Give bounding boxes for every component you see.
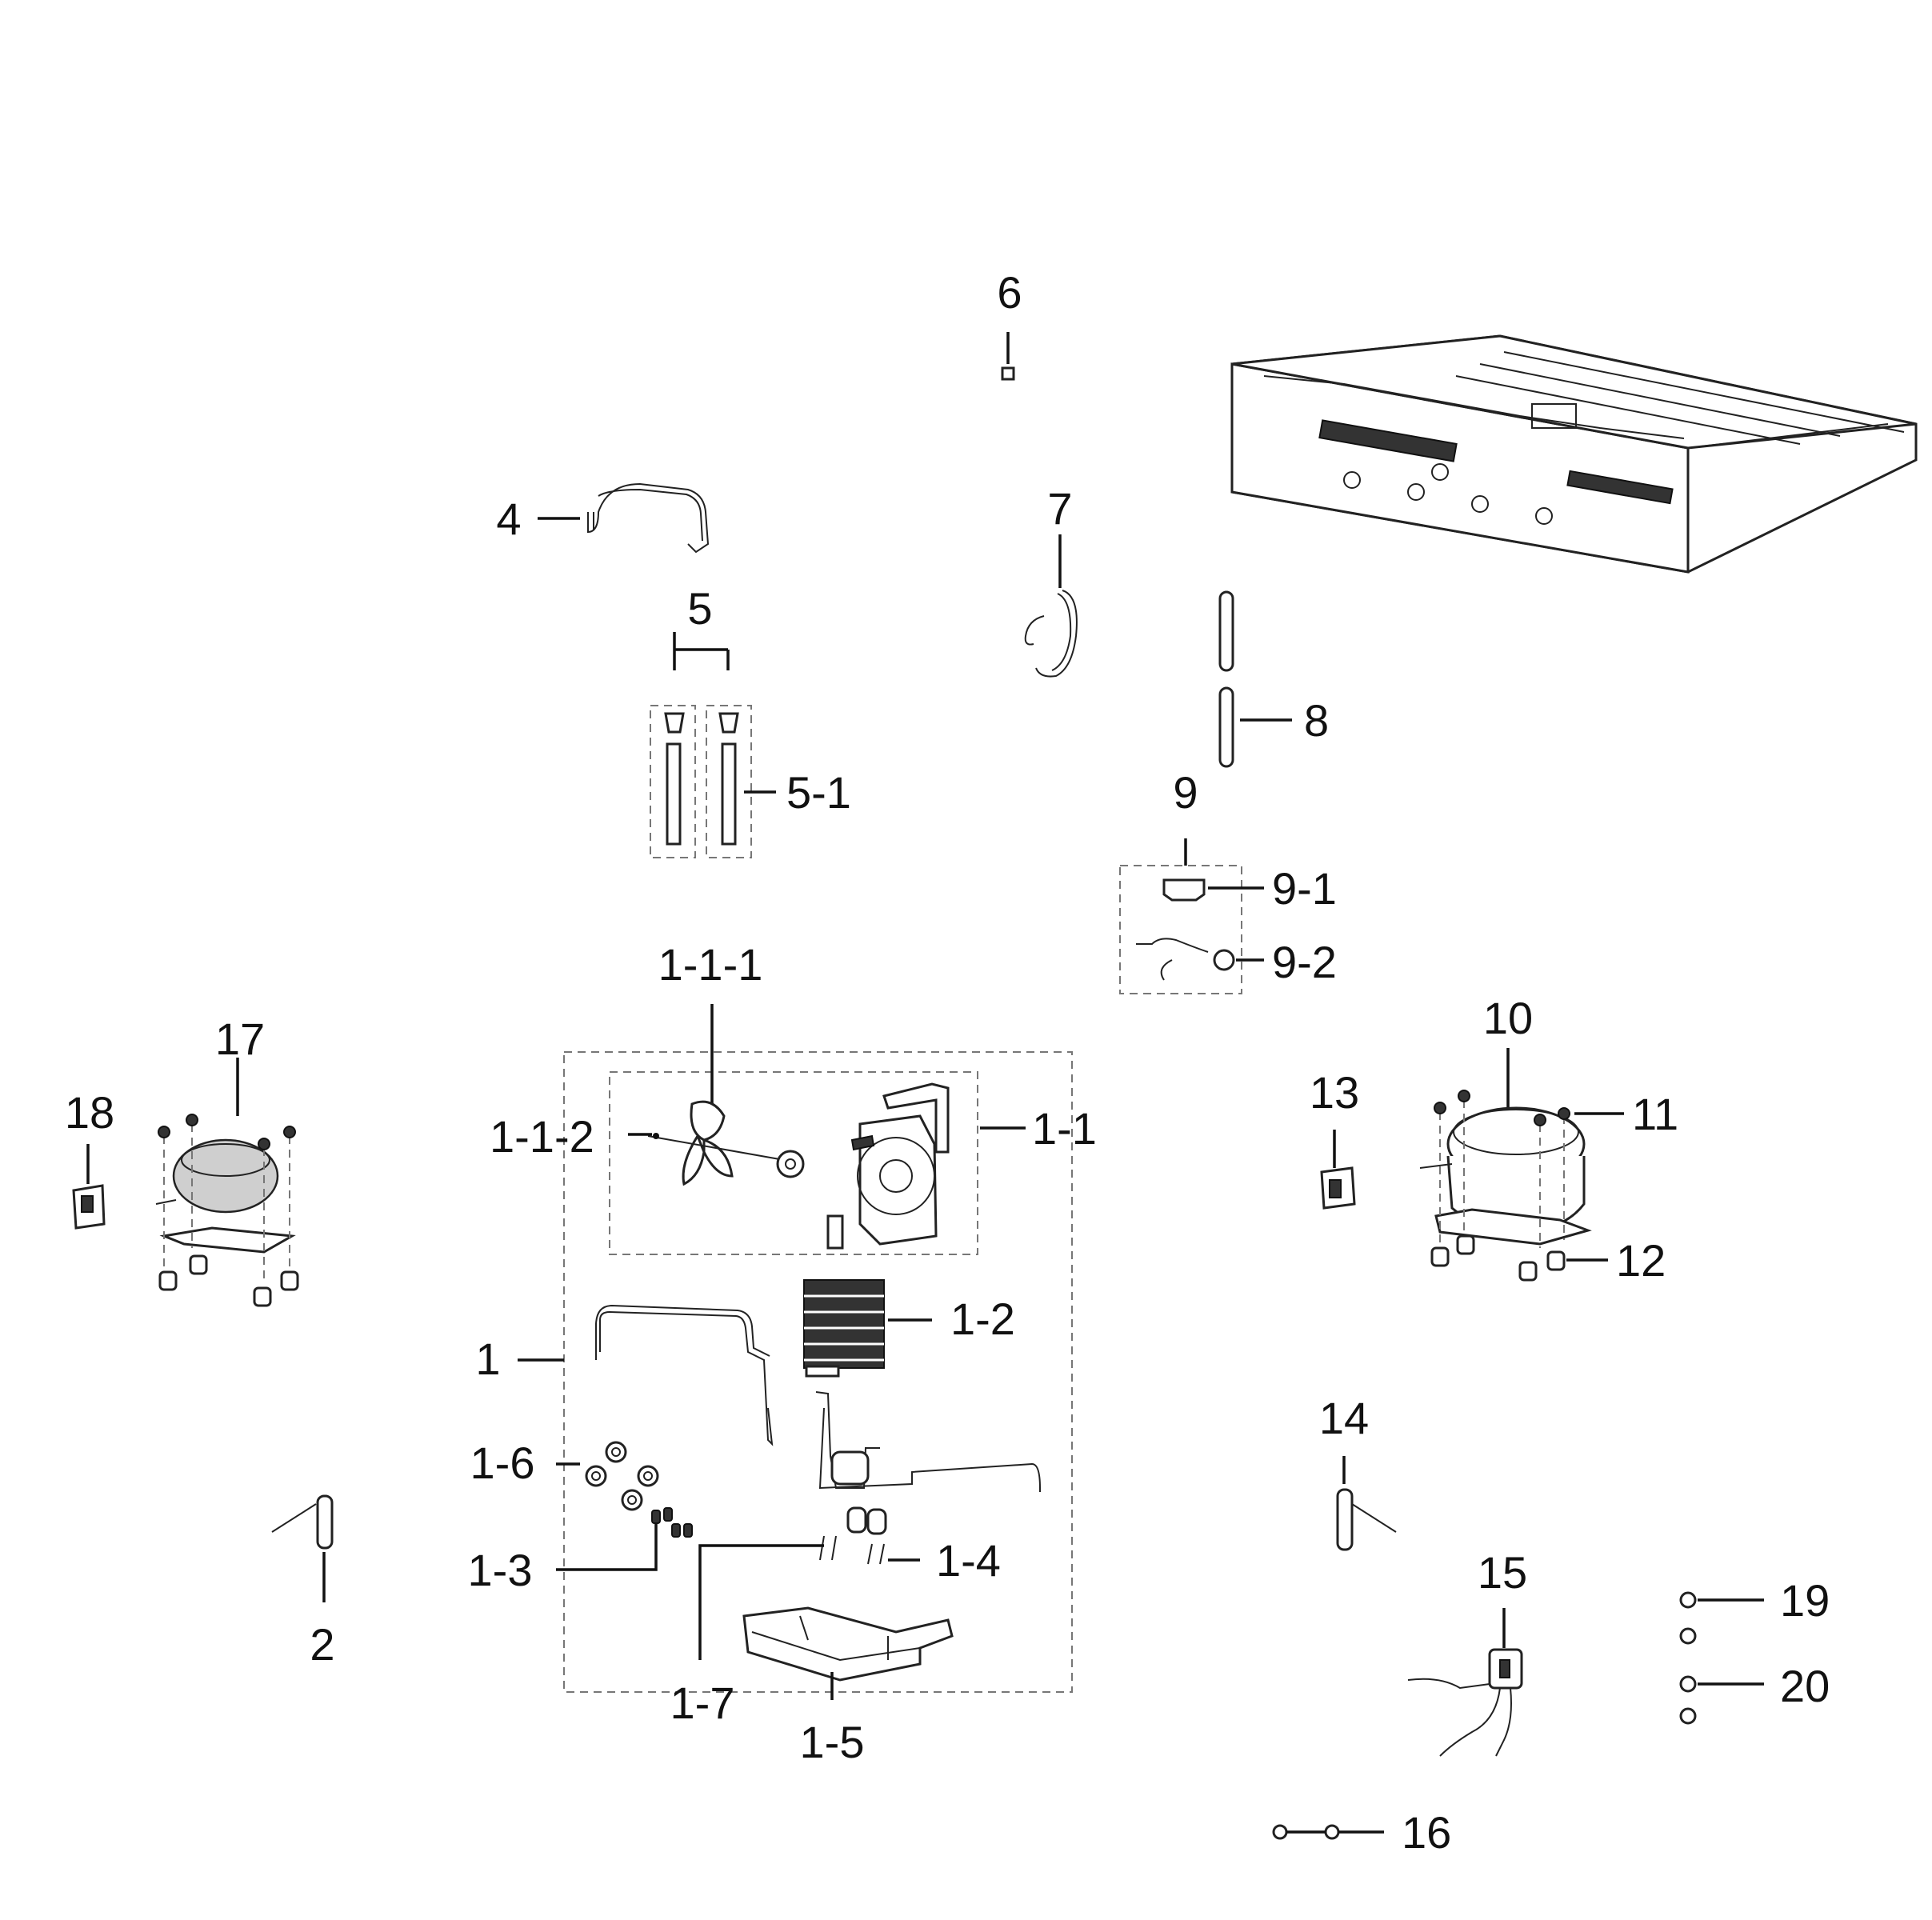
label-9-2: 9-2 bbox=[1272, 937, 1337, 987]
label-2: 2 bbox=[310, 1619, 334, 1670]
part-15-valve bbox=[1407, 1608, 1523, 1757]
part-9-sensor-assembly bbox=[1119, 838, 1264, 994]
part-1-4-screws bbox=[819, 1506, 920, 1565]
part-13-overload-protector bbox=[1320, 1130, 1356, 1210]
label-18: 18 bbox=[65, 1087, 114, 1138]
part-20-nuts bbox=[1679, 1675, 1764, 1725]
label-1-1-2: 1-1-2 bbox=[490, 1111, 594, 1162]
label-17: 17 bbox=[215, 1014, 265, 1064]
label-14: 14 bbox=[1319, 1393, 1369, 1443]
part-5-bracket-set bbox=[650, 632, 776, 858]
label-1-2: 1-2 bbox=[950, 1294, 1015, 1344]
part-1-6-grommets bbox=[556, 1441, 659, 1511]
label-19: 19 bbox=[1780, 1575, 1830, 1626]
label-16: 16 bbox=[1402, 1807, 1451, 1858]
label-1-1-1: 1-1-1 bbox=[658, 939, 763, 990]
part-18-overload-protector bbox=[72, 1144, 106, 1230]
part-1-5-drain-tray bbox=[742, 1606, 954, 1700]
part-7-hook-tube bbox=[1024, 534, 1078, 678]
label-9-1: 9-1 bbox=[1272, 863, 1337, 914]
label-20: 20 bbox=[1780, 1661, 1830, 1711]
part-14-drier bbox=[1336, 1456, 1397, 1551]
label-4: 4 bbox=[496, 494, 521, 544]
label-1-1: 1-1 bbox=[1032, 1103, 1097, 1154]
label-9: 9 bbox=[1173, 767, 1198, 818]
label-6: 6 bbox=[997, 267, 1022, 318]
label-11: 11 bbox=[1632, 1089, 1678, 1139]
label-13: 13 bbox=[1310, 1067, 1359, 1118]
part-2-drier bbox=[271, 1494, 334, 1602]
part-17-compressor bbox=[155, 1058, 299, 1307]
label-12: 12 bbox=[1616, 1235, 1666, 1286]
label-7: 7 bbox=[1047, 483, 1072, 534]
part-1-3-clips bbox=[556, 1507, 693, 1571]
part-8-tubes bbox=[1218, 590, 1292, 768]
part-19-nuts bbox=[1679, 1591, 1764, 1645]
part-4-tube bbox=[538, 482, 710, 554]
part-1-7-leader bbox=[698, 1544, 824, 1660]
label-5: 5 bbox=[687, 583, 712, 634]
part-10-compressor bbox=[1419, 1048, 1624, 1282]
base-frame-assembly bbox=[1230, 334, 1918, 574]
label-10: 10 bbox=[1483, 993, 1533, 1043]
part-16-nuts bbox=[1272, 1824, 1384, 1840]
label-1-5: 1-5 bbox=[800, 1717, 865, 1767]
label-5-1: 5-1 bbox=[786, 767, 851, 818]
part-1-2-evaporator bbox=[803, 1279, 932, 1378]
label-15: 15 bbox=[1478, 1547, 1527, 1598]
label-1-3: 1-3 bbox=[468, 1545, 533, 1595]
callout-labels: 6 4 7 5 5-1 8 9 9-1 9-2 1-1-1 17 10 18 1… bbox=[65, 267, 1830, 1858]
part-1-evaporator-assembly bbox=[518, 1004, 1073, 1700]
label-8: 8 bbox=[1304, 695, 1329, 746]
label-1-7: 1-7 bbox=[670, 1678, 735, 1728]
label-1: 1 bbox=[475, 1334, 500, 1384]
label-1-6: 1-6 bbox=[470, 1438, 535, 1488]
part-6-screw bbox=[1001, 332, 1015, 381]
label-1-4: 1-4 bbox=[936, 1535, 1001, 1586]
